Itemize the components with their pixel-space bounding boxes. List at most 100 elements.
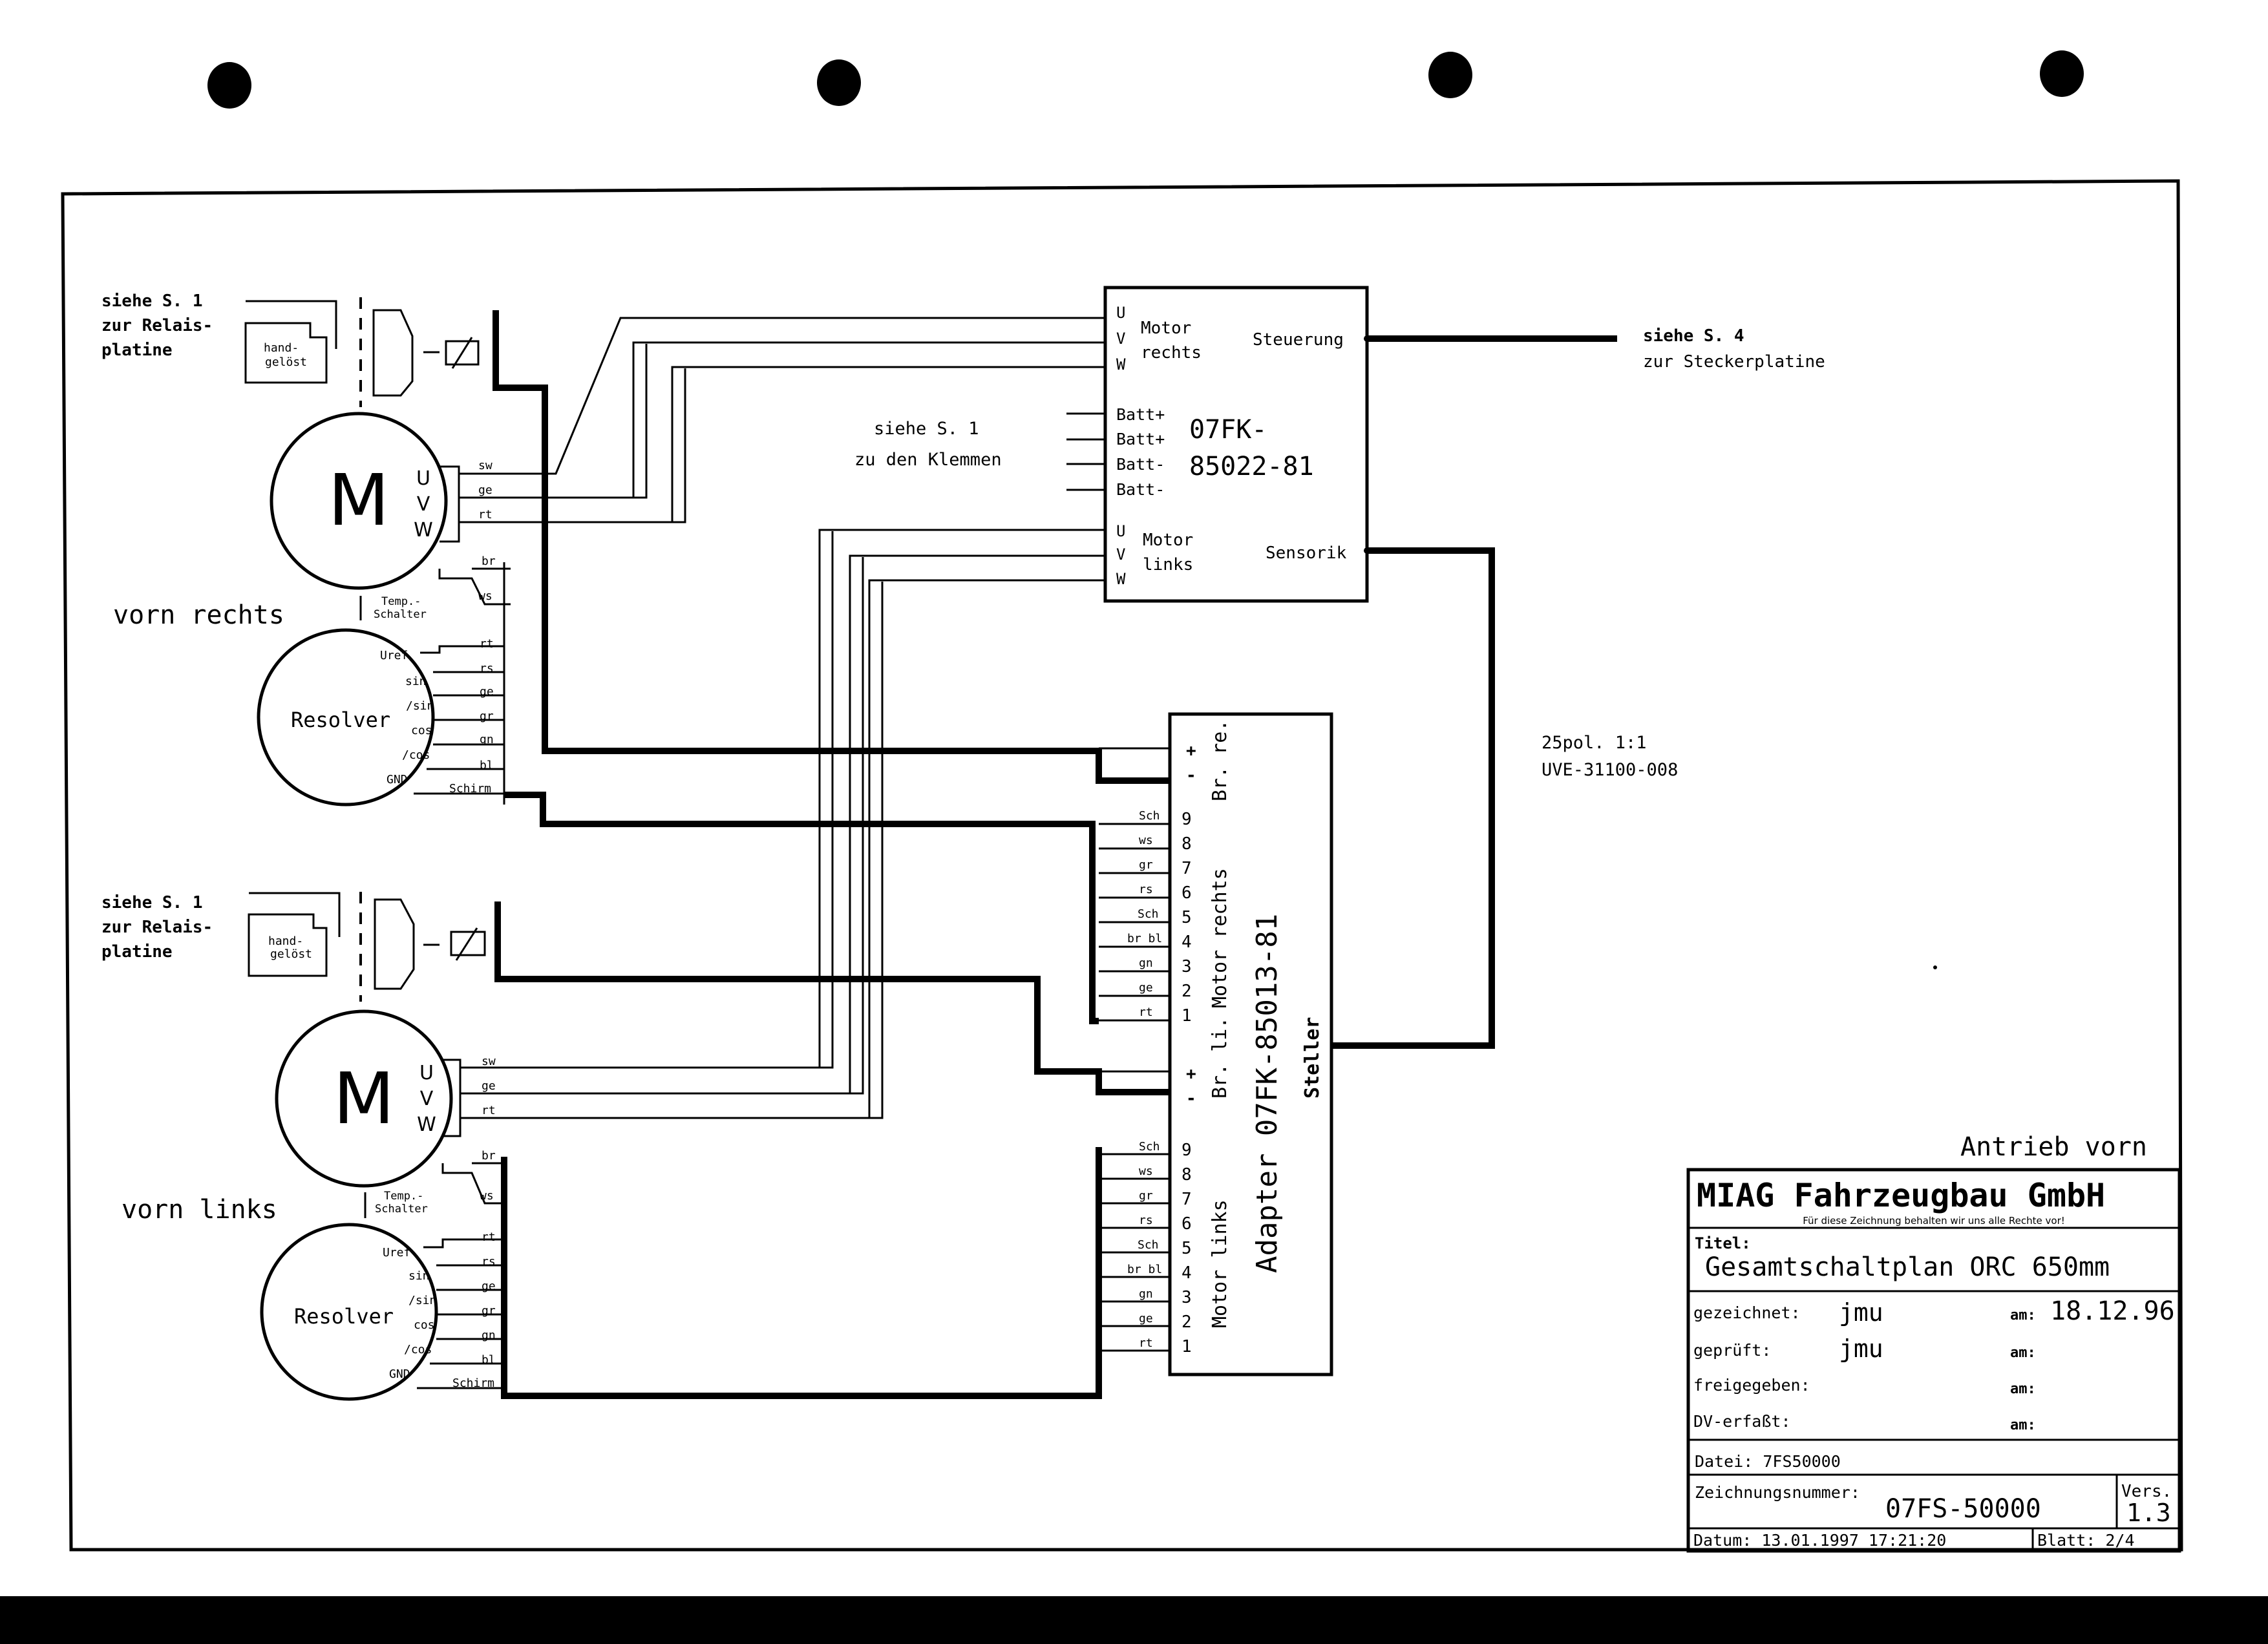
svg-text:Batt-: Batt- [1116,480,1165,499]
svg-text:am:: am: [2010,1417,2036,1433]
svg-text:8: 8 [1182,1165,1192,1185]
svg-text:Sch: Sch [1139,1140,1160,1154]
scan-bottom-band [0,1596,2268,1644]
svg-text:W: W [1116,570,1126,588]
svg-text:br: br [482,554,496,568]
svg-text:ws: ws [1139,834,1153,847]
svg-text:1.3: 1.3 [2126,1499,2171,1527]
adapter-pins-motor-right: 9 8 7 6 5 4 3 2 1 [1182,810,1192,1026]
rights-note: Für diese Zeichnung behalten wir uns all… [1803,1215,2065,1227]
svg-text:am:: am: [2010,1307,2036,1323]
svg-text:bl: bl [482,1353,496,1367]
geloest-label: gelöst [265,355,307,369]
svg-text:07FS-50000: 07FS-50000 [1885,1494,2041,1524]
svg-text:1: 1 [1182,1006,1192,1026]
svg-text:1: 1 [1182,1337,1192,1356]
ref-text-3: platine [101,341,173,360]
svg-text:6: 6 [1182,1214,1192,1234]
svg-text:2: 2 [1182,1312,1192,1332]
svg-text:Batt+: Batt+ [1116,430,1165,448]
ref-text-1: siehe S. 1 [101,291,203,311]
svg-text:3: 3 [1182,957,1192,976]
svg-text:Steller: Steller [1301,1017,1324,1099]
svg-text:W: W [417,1113,436,1136]
svg-text:Motor rechts: Motor rechts [1209,868,1231,1008]
svg-text:Schalter: Schalter [375,1203,428,1216]
svg-text:rs: rs [1139,883,1153,896]
svg-text:sin: sin [405,675,427,688]
svg-text:V: V [1116,545,1125,564]
svg-text:V: V [1116,330,1125,348]
svg-text:5: 5 [1182,908,1192,927]
svg-text:6: 6 [1182,883,1192,903]
drawing-title: Gesamtschaltplan ORC 650mm [1705,1252,2110,1282]
adapter-pins-motor-left: 9 8 7 6 5 4 3 2 1 [1182,1141,1192,1356]
ref-text-4: siehe S. 1 [101,893,203,912]
hand-label-2: hand- [268,934,303,948]
svg-text:Temp.-: Temp.- [381,595,421,608]
svg-text:Motor links: Motor links [1209,1199,1231,1328]
svg-text:Sch: Sch [1138,1238,1159,1252]
geloest-label-2: gelöst [270,947,312,961]
title-block: Antrieb vorn MIAG Fahrzeugbau GmbH Für d… [1686,1132,2181,1553]
svg-text:ge: ge [1139,981,1153,995]
label-vorn-rechts: vorn rechts [113,600,284,630]
svg-text:4: 4 [1182,933,1192,952]
punch-hole-1 [207,62,251,109]
svg-text:Resolver: Resolver [294,1304,394,1329]
punch-hole-2 [817,59,861,106]
batt-ref-2: zu den Klemmen [854,450,1002,470]
batt-ref-1: siehe S. 1 [874,419,979,439]
motor-right-phase-wires [511,317,1105,523]
svg-text:sw: sw [478,459,493,472]
svg-text:br: br [482,1149,496,1163]
steuerung-ref-2: zur Steckerplatine [1643,352,1825,372]
svg-text:U: U [1116,304,1125,322]
svg-text:gezeichnet:: gezeichnet: [1693,1303,1801,1322]
svg-text:Resolver: Resolver [291,708,390,732]
cable-label-2: UVE-31100-008 [1542,760,1678,780]
svg-text:Steuerung: Steuerung [1253,330,1344,350]
svg-text:/cos: /cos [402,748,430,762]
controller-07fk-85022-81: U V W Motor rechts Batt+ Batt+ Batt- Bat… [1066,286,1370,603]
resolver-front-right: Resolver Uref sin /sin cos /cos GND rt r… [257,562,1099,1024]
svg-text:Zeichnungsnummer:: Zeichnungsnummer: [1695,1483,1860,1502]
svg-text:br bl: br bl [1127,932,1162,945]
svg-text:ge: ge [478,483,493,497]
svg-text:rs: rs [480,662,494,675]
svg-text:V: V [420,1088,434,1110]
svg-text:DV-erfaßt:: DV-erfaßt: [1693,1412,1791,1431]
svg-text:Motor: Motor [1143,531,1193,550]
svg-text:rt: rt [1139,1006,1153,1019]
svg-text:rs: rs [1139,1214,1153,1227]
svg-text:rt: rt [482,1104,496,1117]
svg-text:Sensorik: Sensorik [1266,543,1347,563]
svg-text:sw: sw [482,1055,496,1068]
svg-text:geprüft:: geprüft: [1693,1341,1771,1360]
svg-text:Blatt: 2/4: Blatt: 2/4 [2037,1531,2135,1550]
svg-text:rt: rt [478,508,493,522]
svg-text:gn: gn [1139,1287,1153,1301]
svg-text:Sch: Sch [1138,907,1159,921]
svg-text:Titel:: Titel: [1695,1234,1751,1252]
svg-text:ge: ge [1139,1312,1153,1325]
svg-text:3: 3 [1182,1288,1192,1307]
steuerung-ref-1: siehe S. 4 [1643,326,1744,346]
svg-text:-: - [1186,1089,1196,1108]
svg-text:9: 9 [1182,1141,1192,1160]
svg-text:Br. li.: Br. li. [1209,1017,1231,1099]
svg-text:am:: am: [2010,1381,2036,1397]
ref-text-6: platine [101,942,173,962]
svg-text:U: U [419,1062,434,1084]
svg-text:/sin: /sin [408,1294,436,1307]
svg-text:5: 5 [1182,1239,1192,1258]
svg-text:Datum: 13.01.1997 17:21:20: Datum: 13.01.1997 17:21:20 [1693,1531,1946,1550]
svg-text:ws: ws [480,1189,494,1203]
ref-text-5: zur Relais- [101,918,213,937]
punch-hole-4 [2040,50,2084,97]
svg-text:Schirm: Schirm [449,782,491,796]
punch-hole-3 [1428,52,1472,98]
svg-text:gr: gr [1139,1189,1153,1203]
cable-label-1: 25pol. 1:1 [1542,733,1647,753]
svg-text:gn: gn [480,733,494,746]
